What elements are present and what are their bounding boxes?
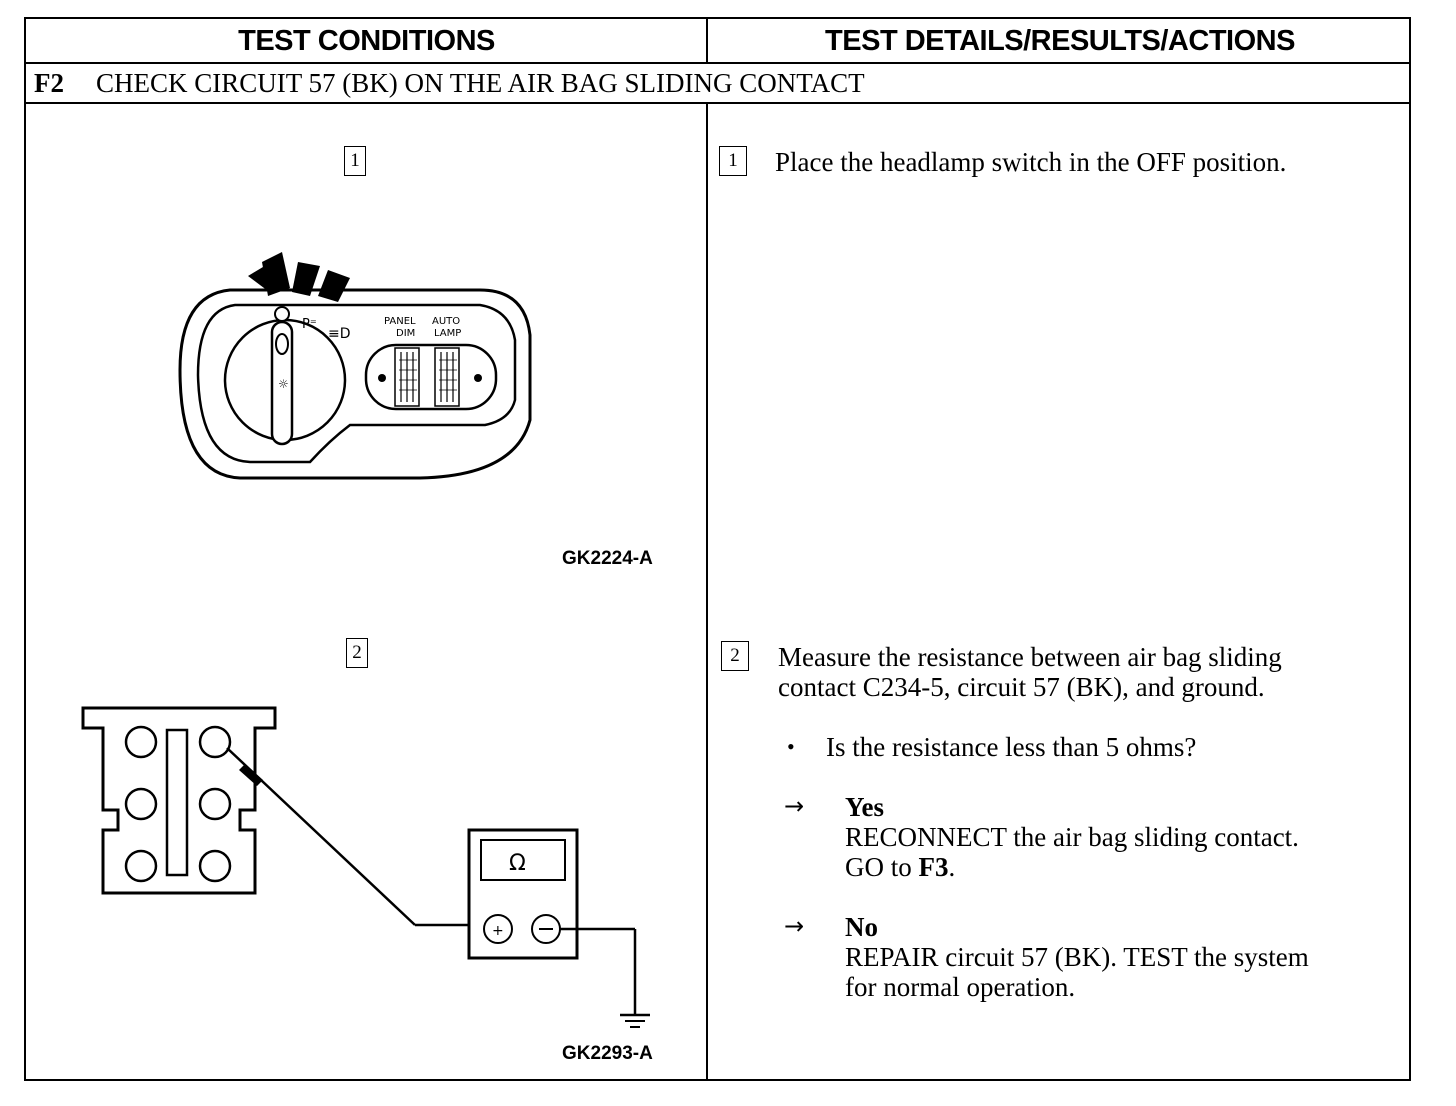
- headlamp-switch-illustration: ☼ P⁼ ≡D PANEL AUTO DIM LAMP: [178, 252, 532, 480]
- step-1-number-box: 1: [344, 146, 366, 176]
- step-2-detail-box: 2: [721, 641, 749, 671]
- figure-id-2: GK2293-A: [562, 1043, 653, 1064]
- header-rule: [26, 62, 1409, 64]
- column-divider: [706, 104, 708, 1081]
- step-title-row: F2 CHECK CIRCUIT 57 (BK) ON THE AIR BAG …: [34, 64, 865, 102]
- header-test-details: TEST DETAILS/RESULTS/ACTIONS: [825, 25, 1295, 57]
- step-2-instruction-line1: Measure the resistance between air bag s…: [778, 642, 1282, 672]
- title-rule: [26, 102, 1409, 104]
- auto-label: AUTO: [432, 316, 460, 327]
- no-action-line2: for normal operation.: [845, 972, 1076, 1002]
- yes-action: RECONNECT the air bag sliding contact.: [845, 822, 1299, 852]
- yes-go-prefix: GO to: [845, 852, 919, 882]
- yes-go-line: GO to F3.: [845, 852, 955, 882]
- step-code: F2: [34, 67, 64, 98]
- yes-arrow-icon: →: [784, 792, 805, 820]
- step-1-instruction: Place the headlamp switch in the OFF pos…: [775, 147, 1287, 177]
- svg-text:☼: ☼: [278, 377, 289, 391]
- question-bullet: •: [787, 734, 795, 759]
- header-test-conditions: TEST CONDITIONS: [238, 25, 495, 57]
- resistance-question: Is the resistance less than 5 ohms?: [826, 732, 1197, 762]
- no-arrow-icon: →: [784, 912, 805, 940]
- step-2-number-box: 2: [346, 638, 368, 668]
- no-label: No: [845, 912, 878, 942]
- svg-text:P⁼: P⁼: [302, 317, 317, 332]
- step-title: CHECK CIRCUIT 57 (BK) ON THE AIR BAG SLI…: [96, 67, 865, 98]
- yes-go-target: F3: [918, 852, 949, 882]
- header-divider: [706, 19, 708, 64]
- meter-ohm-symbol: Ω: [509, 851, 526, 876]
- panel-label: PANEL: [384, 316, 416, 327]
- connector-meter-illustration: Ω +: [81, 706, 650, 1028]
- yes-label: Yes: [845, 792, 884, 822]
- no-action-line1: REPAIR circuit 57 (BK). TEST the system: [845, 942, 1309, 972]
- svg-text:≡D: ≡D: [328, 326, 351, 342]
- dim-label: DIM: [396, 328, 415, 339]
- svg-text:+: +: [492, 923, 504, 939]
- step-2-instruction-line2: contact C234-5, circuit 57 (BK), and gro…: [778, 672, 1265, 702]
- lamp-label: LAMP: [434, 328, 461, 339]
- step-1-detail-box: 1: [719, 146, 747, 176]
- test-table: TEST CONDITIONS TEST DETAILS/RESULTS/ACT…: [24, 17, 1411, 1081]
- figure-id-1: GK2224-A: [562, 548, 653, 569]
- yes-go-suffix: .: [948, 852, 956, 882]
